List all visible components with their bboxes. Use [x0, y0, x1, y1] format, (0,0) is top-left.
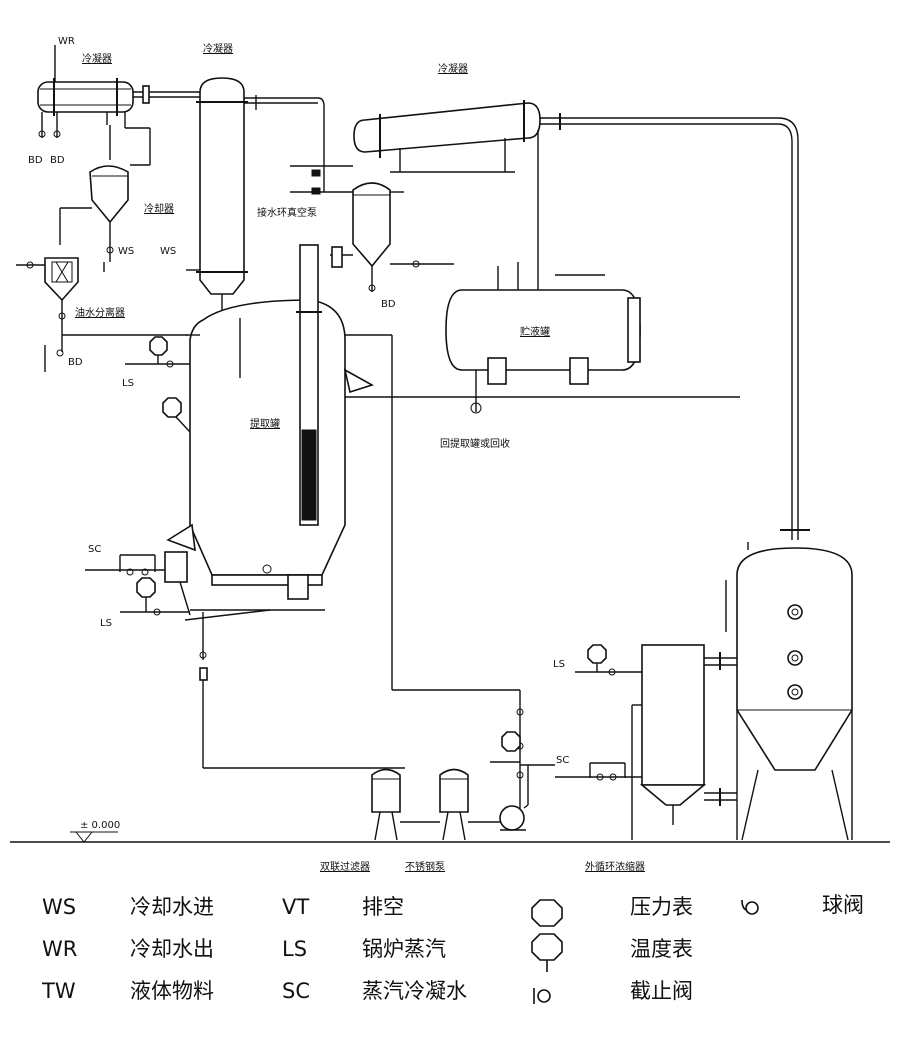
legend-code-tw: TW — [42, 979, 76, 1003]
label-return: 回提取罐或回收 — [440, 437, 510, 450]
mid-condenser-column — [186, 77, 325, 312]
legend-desc-ball-valve: 球阀 — [822, 893, 864, 917]
receiver-tank — [445, 130, 641, 414]
label-ls-3: LS — [553, 659, 565, 670]
extraction-tank — [164, 244, 740, 769]
legend-code-ws: WS — [42, 895, 77, 919]
ground-line — [10, 831, 890, 843]
octagon-icon — [531, 899, 563, 927]
label-extraction-tank: 提取罐 — [250, 417, 280, 430]
label-condenser-right: 冷凝器 — [438, 62, 468, 75]
label-condenser-mid: 冷凝器 — [203, 42, 233, 55]
legend-desc-pressure: 压力表 — [630, 895, 693, 919]
label-bd-2: BD — [50, 155, 65, 166]
stop-valve-icon — [533, 988, 551, 1004]
legend-code-wr: WR — [42, 937, 78, 961]
legend: WS 冷却水进 WR 冷却水出 TW 液体物料 VT 排空 LS 锅炉蒸汽 SC… — [0, 880, 900, 1030]
ss-pump — [499, 804, 529, 831]
vapor-pipe-left — [133, 85, 200, 104]
label-bd-1: BD — [28, 155, 43, 166]
duplex-filter — [371, 768, 500, 841]
left-condenser — [37, 45, 151, 166]
legend-desc-ls: 锅炉蒸汽 — [362, 937, 446, 961]
vacuum-separator — [290, 165, 454, 318]
legend-desc-tw: 液体物料 — [130, 979, 214, 1003]
legend-desc-vt: 排空 — [362, 895, 404, 919]
label-oil-water-separator: 油水分离器 — [75, 306, 125, 319]
label-condenser-left: 冷凝器 — [82, 52, 112, 65]
label-receiver-tank: 贮液罐 — [520, 325, 550, 338]
label-ext-concentrator: 外循环浓缩器 — [585, 860, 645, 873]
label-vacuum-pump: 接水环真空泵 — [257, 206, 317, 219]
legend-desc-temperature: 温度表 — [630, 937, 693, 961]
right-condenser — [353, 100, 810, 540]
label-ls-2: LS — [100, 618, 112, 629]
label-sc-1: SC — [88, 544, 101, 555]
heater-column — [490, 644, 737, 840]
cooler — [59, 125, 129, 272]
octagon-stem-icon — [531, 933, 563, 972]
oil-water-separator — [16, 257, 188, 372]
label-ground-level: ± 0.000 — [80, 820, 120, 831]
label-ls-1: LS — [122, 378, 134, 389]
ball-valve-icon — [741, 899, 759, 915]
legend-desc-stop-valve: 截止阀 — [630, 979, 693, 1003]
label-wr-top: WR — [58, 36, 75, 47]
legend-code-sc: SC — [282, 979, 310, 1003]
label-ws-1: WS — [118, 246, 134, 257]
legend-desc-sc: 蒸汽冷凝水 — [362, 979, 467, 1003]
concentrator-vessel — [725, 542, 853, 841]
gauges-extraction — [85, 336, 191, 616]
legend-desc-wr: 冷却水出 — [130, 937, 214, 961]
legend-desc-ws: 冷却水进 — [130, 895, 214, 919]
label-ws-2: WS — [160, 246, 176, 257]
label-sc-2: SC — [556, 755, 569, 766]
label-bd-3: BD — [381, 299, 396, 310]
label-cooler: 冷却器 — [144, 202, 174, 215]
label-duplex-filter: 双联过滤器 — [320, 860, 370, 873]
label-bd-4: BD — [68, 357, 83, 368]
legend-code-ls: LS — [282, 937, 308, 961]
label-ss-pump: 不锈钢泵 — [405, 860, 445, 873]
legend-code-vt: VT — [282, 895, 310, 919]
